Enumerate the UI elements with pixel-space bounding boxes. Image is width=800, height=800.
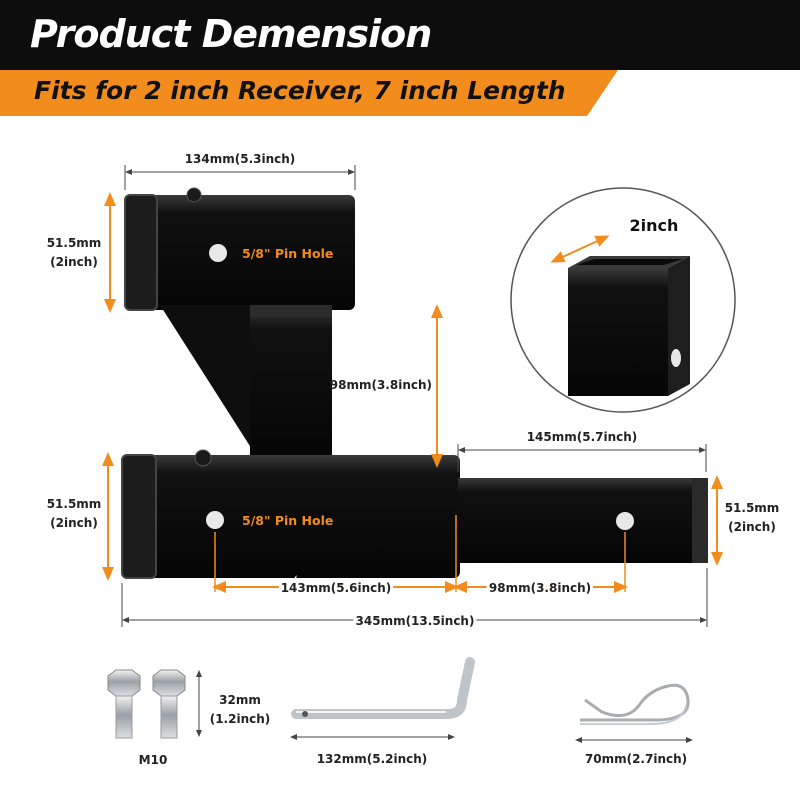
bolt-size-label: M10 — [139, 753, 168, 767]
header-bar — [0, 0, 800, 70]
top-width-label: 134mm(5.3inch) — [185, 152, 296, 166]
bottom-pin-hole — [206, 511, 224, 529]
shank-length-label: 145mm(5.7inch) — [527, 430, 638, 444]
bolt-shaft-1 — [115, 695, 133, 739]
clip-length-label: 70mm(2.7inch) — [585, 752, 687, 766]
tube-size-line — [550, 235, 610, 263]
bottom-receiver — [122, 455, 460, 578]
bottom-weld-nut — [194, 449, 212, 467]
rise-label: 98mm(3.8inch) — [330, 378, 432, 392]
pin-clip-hole — [302, 711, 308, 717]
top-height-mm: 51.5mm — [47, 236, 102, 250]
bolt-head-2 — [152, 669, 186, 697]
shank-hole-label: 98mm(3.8inch) — [489, 581, 591, 595]
orange-banner — [0, 70, 618, 116]
bottom-receiver-opening — [121, 454, 157, 579]
hitch-clip — [575, 683, 693, 743]
clip-body — [580, 683, 690, 722]
shank-height-in: (2inch) — [728, 520, 776, 534]
bolt-head-1 — [107, 669, 141, 697]
vertical-post — [250, 305, 332, 465]
clip-leg — [580, 705, 687, 725]
bolt-length-mm: 32mm — [219, 693, 261, 707]
bottom-height-in: (2inch) — [50, 516, 98, 530]
top-receiver — [125, 195, 355, 310]
bolt-length-in: (1.2inch) — [210, 712, 271, 726]
overall-length-label: 345mm(13.5inch) — [356, 614, 475, 628]
top-height-in: (2inch) — [50, 255, 98, 269]
page-subtitle: Fits for 2 inch Receiver, 7 inch Length — [34, 76, 566, 105]
pin-hole-label-top: 5/8" Pin Hole — [242, 246, 333, 261]
hitch-pin — [290, 657, 475, 740]
page-title: Product Demension — [30, 12, 432, 56]
tube-detail-inset — [510, 187, 736, 413]
top-receiver-opening — [124, 194, 158, 311]
bottom-height-mm: 51.5mm — [47, 497, 102, 511]
shank-pin-hole — [616, 512, 634, 530]
bolt-shaft-2 — [160, 695, 178, 739]
tube-front-face — [568, 268, 668, 396]
tube-size-label: 2inch — [630, 216, 679, 235]
tube-side-face — [668, 256, 690, 396]
post-weld — [250, 305, 332, 317]
top-pin-hole — [209, 244, 227, 262]
pin-body — [291, 657, 475, 719]
tube-pin-hole — [671, 349, 681, 367]
dimension-lines — [102, 165, 723, 627]
shank-tube — [458, 478, 708, 563]
shank-end — [692, 478, 708, 563]
shank-height-mm: 51.5mm — [725, 501, 780, 515]
pin-length-label: 132mm(5.2inch) — [317, 752, 428, 766]
pin-hole-label-bottom: 5/8" Pin Hole — [242, 513, 333, 528]
hole-to-hole-label: 143mm(5.6inch) — [281, 581, 392, 595]
drop-hitch — [121, 187, 708, 579]
top-weld-nut — [186, 187, 202, 203]
bolts — [107, 669, 202, 739]
